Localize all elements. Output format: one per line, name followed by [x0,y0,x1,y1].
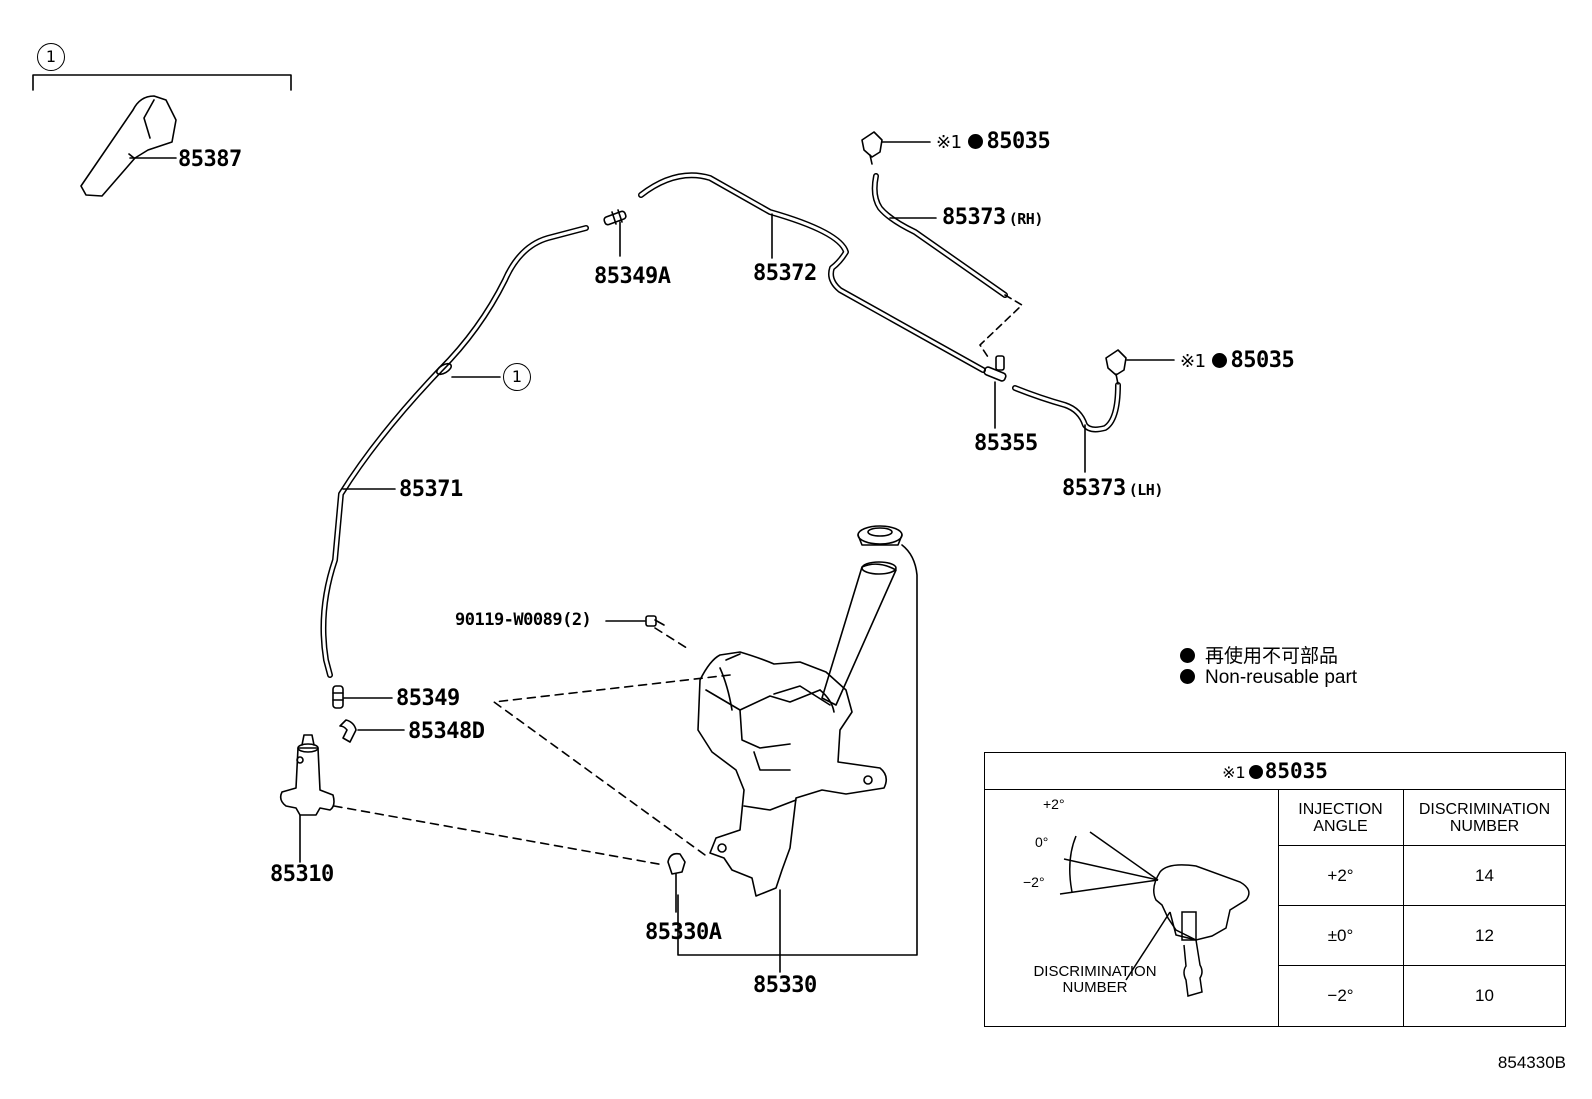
label-85330A: 85330A [645,920,722,945]
legend-en: Non-reusable part [1180,667,1357,689]
header-injection-line2: ANGLE [1313,817,1368,835]
hose-85372-shape [638,172,986,373]
label-85373-lh: 85373(LH) [1062,478,1163,500]
nozzle-detail-figure [1059,831,1250,997]
hose-85373-rh-shape [871,173,1008,298]
tee-85355-shape [983,355,1007,382]
joint-85349-shape [332,685,344,709]
legend-dot [1180,669,1195,684]
label-85371: 85371 [399,477,463,502]
label-85035-lh-text: 85035 [1230,348,1295,373]
label-85349A: 85349A [594,264,671,289]
nozzle-85035-lh-shape [1105,349,1127,385]
label-90119-W0089: 90119-W0089(2) [455,610,592,630]
joint-85349A-shape [603,209,627,226]
angle-tick-plus2: +2° [1043,796,1065,812]
label-85373-rh-text: 85373 [942,205,1006,230]
angle-tick-minus2: −2° [1023,874,1045,890]
row-angle: ±0° [1278,906,1404,966]
tank-85330-shape [697,651,888,897]
label-85387: 85387 [178,147,242,172]
label-85373-lh-text: 85373 [1062,476,1126,501]
header-discrimination-line1: DISCRIMINATION [1418,800,1551,818]
note-mark: ※1 [1180,351,1206,372]
clip-85387-shape [80,95,177,197]
header-discrimination-line2: NUMBER [1449,817,1520,835]
elbow-85348D-shape [339,719,357,743]
legend-jp: 再使用不可部品 [1180,641,1338,668]
diagram-code: 854330B [1497,1053,1566,1072]
caption-line1: DISCRIMINATION [1033,963,1157,980]
header-discrimination-number: DISCRIMINATION NUMBER [1404,790,1565,846]
nozzle-detail-panel: +2° 0° −2° DISCRIMINATION NUMBER [985,790,1279,1026]
callout-1-top: 1 [37,43,65,71]
pump-85310-shape [279,734,335,816]
legend-jp-text: 再使用不可部品 [1205,646,1339,667]
grommet-85330A-shape [667,852,686,875]
table-title-dot [1248,765,1263,779]
label-85035-rh: ※1 85035 [936,129,1051,154]
hose-85373-lh-shape [1012,382,1121,433]
label-85373-rh: 85373(RH) [942,207,1043,229]
table-title-mark: ※1 [1222,763,1246,782]
legend-en-text: Non-reusable part [1205,667,1358,688]
row-number: 10 [1475,986,1494,1005]
row-angle: −2° [1278,966,1404,1026]
legend-dot [1180,648,1195,663]
table-title: ※1 85035 [985,753,1565,790]
nozzle-85035-rh-shape [861,131,883,165]
label-85349: 85349 [396,686,460,711]
row-number: 12 [1404,906,1565,966]
note-mark: ※1 [936,132,962,153]
label-rh-suffix: (RH) [1008,210,1044,228]
nozzle-angle-table: ※1 85035 +2° 0° −2° DISCRIMINATION NUMBER… [984,752,1566,1027]
mounting-lines [333,627,731,866]
non-reusable-dot [967,134,983,149]
filler-tube-shape [821,563,897,706]
label-85355: 85355 [974,431,1038,456]
discrimination-number-caption: DISCRIMINATION NUMBER [1015,962,1175,998]
label-lh-suffix: (LH) [1128,481,1164,499]
header-injection-angle: INJECTION ANGLE [1278,790,1404,846]
label-85035-rh-text: 85035 [986,129,1051,154]
angle-grid: INJECTION ANGLE DISCRIMINATION NUMBER +2… [1278,790,1565,1026]
group-bracket [32,74,292,91]
label-85372: 85372 [753,261,817,286]
label-85035-lh: ※1 85035 [1180,348,1295,373]
tank-cap-shape [857,525,903,546]
header-injection-line1: INJECTION [1298,800,1383,818]
row-angle: +2° [1278,846,1404,906]
table-title-part: 85035 [1264,759,1328,783]
label-85330: 85330 [753,973,817,998]
bolt-90119-shape [645,615,665,627]
hose-85371-shape [320,225,589,678]
row-number: 14 [1404,846,1565,906]
label-85348D: 85348D [408,719,485,744]
caption-line2: NUMBER [1062,979,1128,996]
callout-1-hose: 1 [503,363,531,391]
label-85310: 85310 [270,862,334,887]
angle-tick-0: 0° [1035,834,1049,850]
non-reusable-dot [1211,353,1227,368]
